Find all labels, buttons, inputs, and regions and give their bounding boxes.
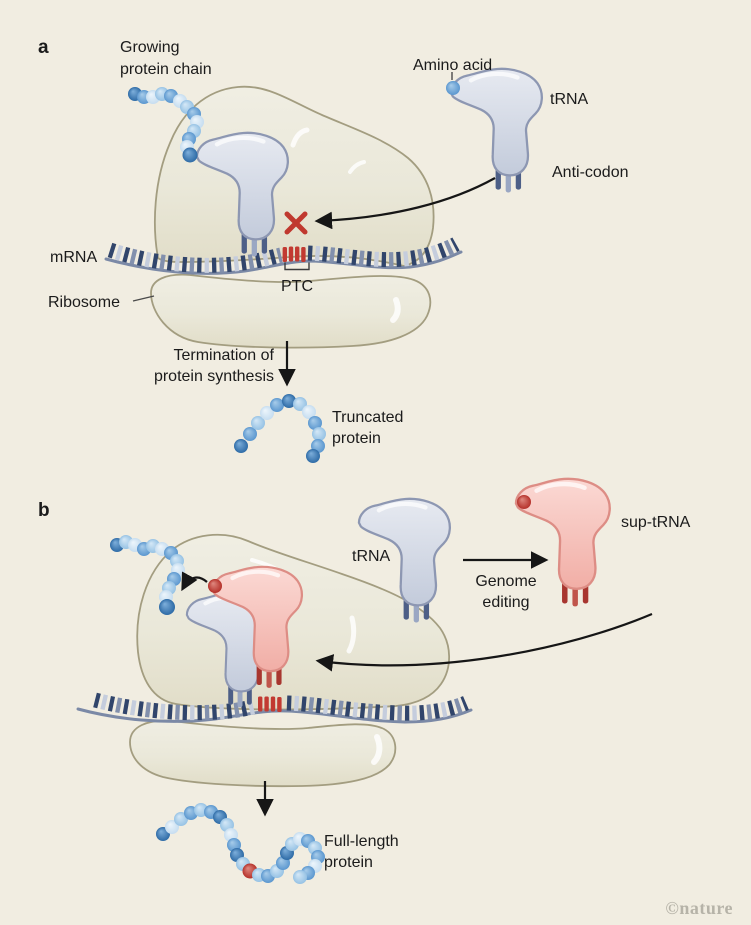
- trna-b-label: tRNA: [352, 548, 391, 565]
- ribosome-a-highlight-2: [348, 160, 366, 174]
- panel-a: a Growing protein chain Amino acid tRNA …: [38, 37, 629, 463]
- sup-trna-amino-acid-bead: [208, 579, 222, 593]
- blocked-trna-arrow: [314, 177, 496, 230]
- free-sup-trna-amino-acid-bead: [517, 495, 531, 509]
- ptc-codon-ticks-b: [258, 696, 282, 712]
- growing-protein-chain-a: [128, 87, 204, 163]
- anticodon-label: Anti-codon: [552, 164, 629, 181]
- ribosome-a-highlight: [290, 127, 310, 148]
- truncated-label-line1: Truncated: [332, 409, 403, 426]
- genome-editing-label-line1: Genome: [475, 573, 536, 590]
- truncated-label-line2: protein: [332, 430, 381, 447]
- amino-acid-label: Amino acid: [413, 57, 492, 74]
- truncated-protein-chain: [234, 394, 326, 463]
- stop-x-icon: [284, 211, 308, 235]
- amino-transfer-arrow: [181, 571, 208, 592]
- free-trna-a: [451, 69, 542, 193]
- nature-watermark: ©nature: [665, 898, 733, 918]
- full-length-protein-chain: [156, 803, 325, 884]
- ptc-codon-ticks: [282, 246, 306, 262]
- sup-trna-recruitment-arrow: [315, 612, 653, 672]
- trna-a-label: tRNA: [550, 91, 589, 108]
- panel-b-label: b: [38, 500, 50, 521]
- termination-label-line2: protein synthesis: [154, 368, 274, 385]
- growing-chain-label-line1: Growing: [120, 39, 180, 56]
- ribosome-a-highlight-3: [390, 297, 401, 323]
- mrna-a: [104, 237, 463, 275]
- mrna-b-codon-ticks: [93, 692, 469, 721]
- growing-chain-label-line2: protein chain: [120, 61, 212, 78]
- ribosome-b-highlight: [346, 615, 357, 654]
- mrna-a-codon-ticks: [107, 237, 460, 273]
- ribosome-label: Ribosome: [48, 294, 120, 311]
- amino-acid-bead: [446, 81, 460, 95]
- ribosome-pointer-line: [132, 295, 155, 302]
- panel-a-label: a: [38, 37, 49, 58]
- ribosome-a-small-subunit: [150, 273, 432, 349]
- sup-trna-label: sup-tRNA: [621, 514, 691, 531]
- panel-b: b tRNA Genome editing sup-tRNA Full-leng…: [38, 479, 691, 884]
- mrna-b: [76, 692, 473, 724]
- ptc-bracket: [284, 262, 310, 271]
- ribosome-b-small-subunit: [129, 719, 397, 788]
- termination-label-line1: Termination of: [174, 347, 275, 364]
- full-length-label-line2: protein: [324, 854, 373, 871]
- mrna-label: mRNA: [50, 249, 97, 266]
- genome-editing-label-line2: editing: [482, 594, 529, 611]
- ribosome-b-highlight-3: [371, 734, 383, 765]
- full-length-label-line1: Full-length: [324, 833, 399, 850]
- ptc-label: PTC: [281, 278, 313, 295]
